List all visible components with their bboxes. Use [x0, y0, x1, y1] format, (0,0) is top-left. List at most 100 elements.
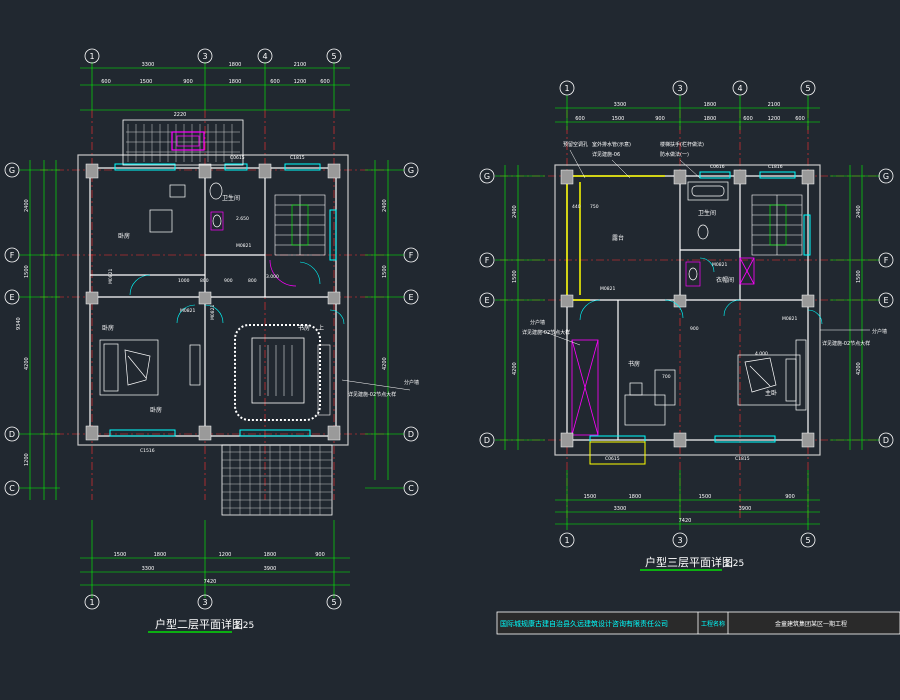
door-swings-plan2 [129, 261, 345, 325]
columns-plan2 [85, 163, 341, 441]
plan2-scale: 1:25 [234, 621, 254, 631]
p3-dim-top-sub-6: 1200 [768, 116, 781, 122]
axis-label-row-E-left: E [9, 293, 14, 302]
p3-room-storage: 衣帽间 [716, 276, 734, 284]
windows-plan2 [109, 163, 337, 437]
stair-door-swing [269, 259, 297, 287]
p3-note-3: 详见建施-06 [592, 151, 620, 158]
small-dim-3: 1000 [178, 278, 190, 284]
dim-left-2: 1500 [24, 265, 30, 278]
p3-dim-top-3: 2100 [768, 102, 781, 108]
dim-bottom-4: 1800 [264, 552, 277, 558]
p3-axis-col-1-top: 1 [564, 84, 569, 93]
dim-lines-bottom-plan2 [80, 520, 350, 598]
p3-dim-bottom-total: 7420 [679, 518, 692, 524]
axis-label-row-C-right: C [408, 484, 414, 493]
door-tag-4: M0821 [210, 305, 216, 320]
p3-dim-1: 440 [572, 204, 581, 210]
dim-top-1: 3300 [142, 62, 155, 68]
p3-dim-4: 700 [662, 374, 671, 380]
title-block: 国际城规康古建自治县久远建筑设计咨询有限责任公司 工程名称 金童建筑集团某区一期… [496, 611, 900, 635]
note-detail-plan2: 详见建施-02节点大样 [348, 391, 396, 398]
dim-bottom-1: 1500 [114, 552, 127, 558]
windows-plan3 [589, 171, 811, 465]
dim-left-total: 9340 [16, 317, 22, 330]
p3-dim-2: 750 [590, 204, 599, 210]
dim-left-4: 1200 [24, 453, 30, 466]
dim-top-sub-3: 900 [183, 79, 193, 85]
study-rug [234, 324, 331, 421]
dim-left-3: 4200 [24, 357, 30, 370]
title-block-project: 金童建筑集团某区一期工程 [775, 620, 847, 628]
p3-dim-bottom-4: 900 [785, 494, 795, 500]
small-dim-elev-2: 3.000 [266, 274, 279, 280]
dim-bottom-sub-2: 3900 [264, 566, 277, 572]
p3-axis-row-D-right: D [883, 436, 889, 445]
axis-bubbles-top-plan2 [84, 48, 342, 64]
p3-window-2: C0615 [605, 456, 620, 462]
axis-label-col-5-top: 5 [331, 52, 336, 61]
p3-axis-row-G-left: G [484, 172, 490, 181]
p3-dim-left-3: 4200 [512, 362, 518, 375]
title-block-company: 国际城规康古建自治县久远建筑设计咨询有限责任公司 [500, 619, 668, 628]
dim-top-sub-4: 1800 [229, 79, 242, 85]
dim-top-2: 1800 [229, 62, 242, 68]
p3-dim-bottom-sub-2: 3900 [739, 506, 752, 512]
plan2-title: 户型二层平面详图 [155, 617, 243, 631]
axis-bubbles-plan3 [479, 80, 894, 548]
p3-note-detail-left: 详见建施-02节点大样 [522, 329, 570, 336]
walls-plan3 [566, 175, 809, 441]
axis-label-row-C-left: C [9, 484, 15, 493]
dim-top-sub-5: 600 [270, 79, 280, 85]
p3-window-4: C1816 [768, 164, 783, 170]
p3-dim-3: 4.000 [755, 351, 768, 357]
bed-plan2 [99, 339, 201, 396]
dim-lines-right-plan2 [374, 160, 389, 480]
p3-window-3: C1815 [735, 456, 750, 462]
p3-note-2: 室外排水管(示意) [592, 141, 631, 148]
small-dim-4: 800 [200, 278, 209, 284]
p3-axis-col-3-top: 3 [677, 84, 682, 93]
dim-bottom-2: 1800 [154, 552, 167, 558]
p3-room-bedroom: 主卧 [765, 389, 777, 397]
dim-lines-side-plan3 [495, 165, 880, 450]
p3-dim-bottom-1: 1500 [584, 494, 597, 500]
p3-dim-top-1: 3300 [614, 102, 627, 108]
bed-plan3 [737, 339, 807, 411]
dim-top-sub-1: 600 [101, 79, 111, 85]
title-block-label: 工程名称 [701, 620, 725, 628]
dim-bottom-5: 900 [315, 552, 325, 558]
axis-bubbles-bottom-plan2 [84, 594, 342, 610]
p3-axis-row-E-left: E [484, 296, 489, 305]
dim-top-sub-2: 1500 [140, 79, 153, 85]
p3-dim-right-3: 4200 [856, 362, 862, 375]
axis-bubbles-right-plan2 [403, 162, 419, 496]
dim-bottom-3: 1200 [219, 552, 232, 558]
p3-note-detail-right: 详见建施-02节点大样 [822, 340, 870, 347]
p3-dim-top-sub-2: 1500 [612, 116, 625, 122]
door-swings-plan3 [579, 257, 823, 325]
dim-top-sub-7: 600 [320, 79, 330, 85]
plan3-scale: 1:25 [724, 559, 744, 569]
dim-top-3: 2100 [294, 62, 307, 68]
p3-dim-left-1: 2400 [512, 205, 518, 218]
p3-dim-right-2: 1500 [856, 270, 862, 283]
room-label-study: 书房 [298, 324, 310, 332]
small-dim-5: 900 [224, 278, 233, 284]
dim-lines-left-plan2 [29, 160, 57, 500]
dim-right-2: 1500 [382, 265, 388, 278]
dim-lines-top-plan3 [555, 95, 820, 130]
p3-axis-row-D-left: D [484, 436, 490, 445]
window-tag-2: C1815 [290, 155, 305, 161]
p3-note-4: 防水做法(一) [660, 151, 689, 158]
axis-label-row-F-left: F [10, 251, 15, 260]
p3-dim-top-sub-5: 600 [743, 116, 753, 122]
p3-axis-col-5-bottom: 5 [805, 536, 810, 545]
axis-label-col-5-bottom: 5 [331, 598, 336, 607]
axis-label-col-3-top: 3 [202, 52, 207, 61]
p3-room-study: 书房 [628, 360, 640, 368]
p3-axis-col-5-top: 5 [805, 84, 810, 93]
p3-dim-left-2: 1500 [512, 270, 518, 283]
bath-fixtures-plan3 [685, 181, 729, 287]
